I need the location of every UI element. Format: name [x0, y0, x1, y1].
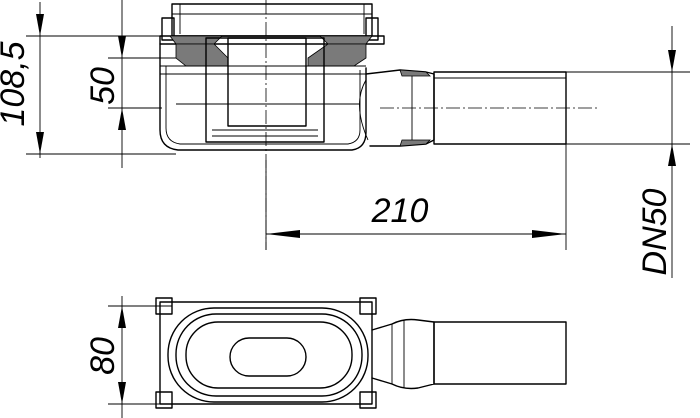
outlet-pipe-top	[433, 321, 567, 385]
label-height-total: 108,5	[0, 41, 32, 126]
outlet-transition-top	[371, 318, 435, 390]
label-width: 80	[84, 337, 122, 375]
clamp-right	[365, 17, 379, 41]
mounting-plate	[159, 301, 373, 405]
body-wall-left	[175, 43, 229, 67]
dimension-108-5	[26, 2, 176, 158]
flange-plate	[159, 35, 385, 45]
dimension-dn50	[566, 26, 690, 278]
dimension-210	[265, 144, 567, 250]
label-height-inner: 50	[84, 67, 122, 105]
clamp-left	[161, 17, 175, 41]
dimension-50	[108, 0, 176, 168]
trap-opening	[229, 337, 307, 377]
label-pipe: DN50	[636, 188, 674, 275]
outlet-transition	[365, 69, 435, 147]
label-length: 210	[371, 192, 429, 230]
dimension-80	[108, 296, 172, 418]
plate-corner-bl	[155, 391, 173, 409]
flange-seal-right	[319, 35, 373, 45]
body-wall-right	[307, 43, 367, 67]
top-plan-view	[155, 297, 567, 409]
grate-frame	[171, 3, 373, 37]
housing-outer	[159, 43, 367, 151]
trap-inner-bell	[227, 37, 307, 127]
flange-seal-left	[169, 35, 223, 45]
plate-corner-tr	[359, 297, 377, 315]
housing-outer-oval	[167, 307, 369, 403]
plate-corner-br	[359, 391, 377, 409]
grate-oval	[185, 321, 353, 389]
